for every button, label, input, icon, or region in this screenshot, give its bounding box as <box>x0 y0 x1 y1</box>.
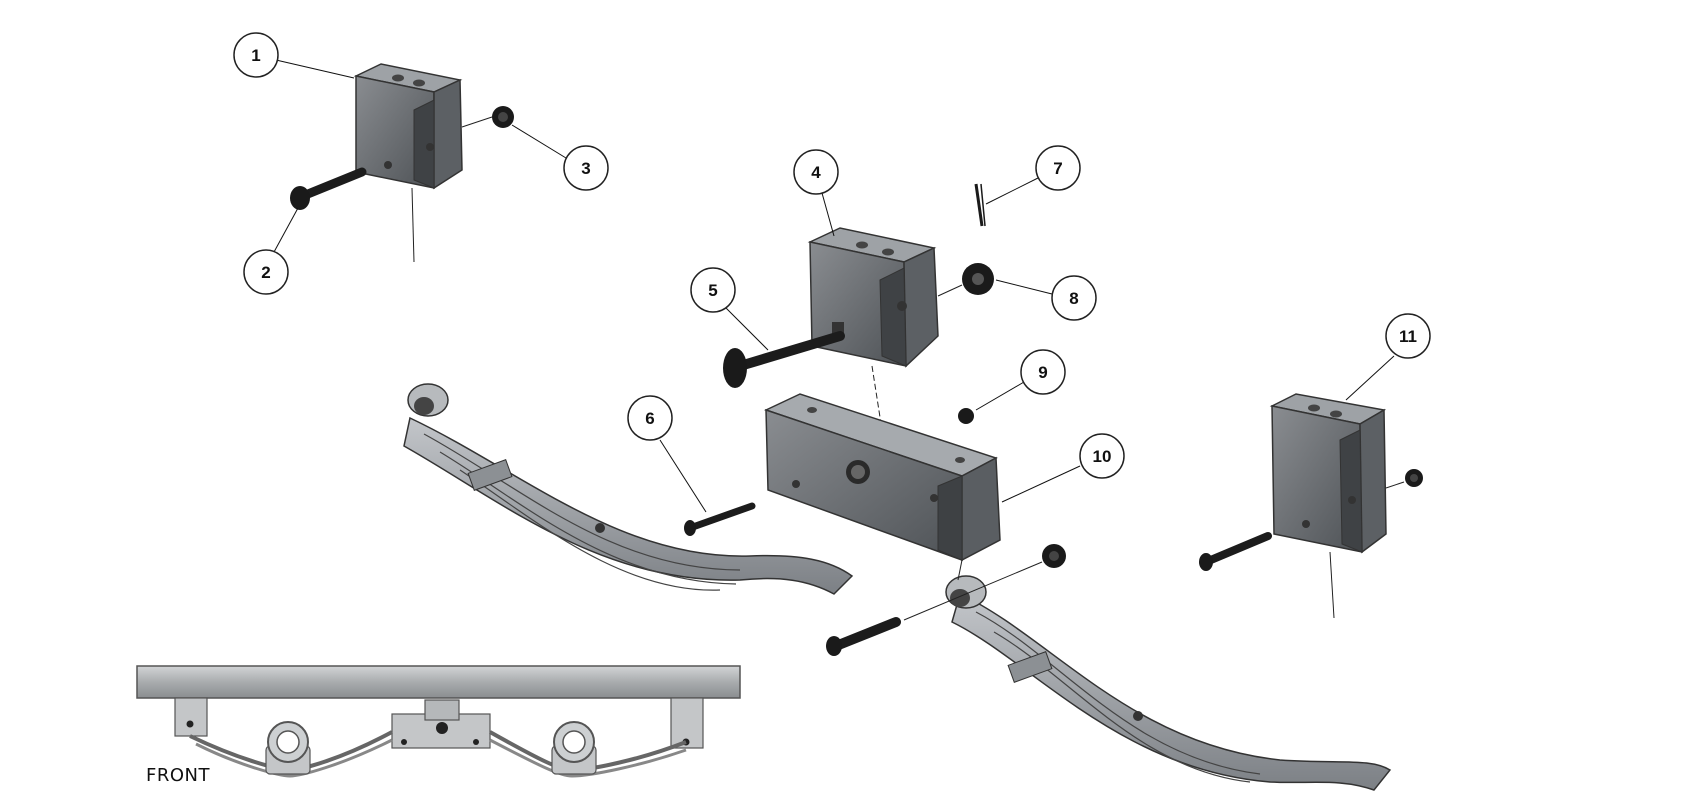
cotter-pin <box>974 183 986 227</box>
callout-9: 9 <box>975 349 1066 411</box>
front-hanger-nut <box>492 106 514 128</box>
callout-3-label: 3 <box>581 159 590 178</box>
right-spring-bolt <box>826 617 901 656</box>
equalizer-small-nut <box>958 408 974 424</box>
callout-1: 1 <box>233 32 355 79</box>
callout-8-label: 8 <box>1069 289 1078 308</box>
leader-line <box>1385 481 1405 489</box>
centerline <box>871 365 883 431</box>
callout-9-label: 9 <box>1038 363 1047 382</box>
castle-nut <box>962 263 994 295</box>
callout-7-label: 7 <box>1053 159 1062 178</box>
callout-3: 3 <box>511 124 609 191</box>
leader-line <box>461 116 493 128</box>
rear-hanger-bolt <box>1199 532 1272 571</box>
callout-10-label: 10 <box>1093 447 1112 466</box>
front-hanger-bolt <box>290 167 367 210</box>
callout-11-label: 11 <box>1399 327 1417 346</box>
callout-8: 8 <box>995 275 1097 321</box>
front-view-inset <box>136 665 741 778</box>
callout-6: 6 <box>627 395 707 513</box>
centerline <box>957 559 963 581</box>
callout-11: 11 <box>1345 313 1431 401</box>
leaf-spring-left <box>403 383 854 595</box>
equalizer-block <box>763 393 1001 562</box>
callout-2: 2 <box>243 207 299 295</box>
leader-line <box>903 561 1043 621</box>
front-view-label: FRONT <box>146 765 210 786</box>
callout-7: 7 <box>985 145 1081 205</box>
callout-10: 10 <box>1001 433 1125 503</box>
centerline <box>411 187 415 263</box>
centerline <box>1329 551 1335 619</box>
callout-4-label: 4 <box>811 163 821 182</box>
right-spring-nut <box>1042 544 1066 568</box>
callout-4: 4 <box>793 149 839 237</box>
front-hanger <box>353 63 463 190</box>
leaf-spring-right <box>945 575 1392 791</box>
callout-2-label: 2 <box>261 263 270 282</box>
leader-line <box>937 284 963 297</box>
equalizer-lower-bolt <box>684 502 756 536</box>
rear-hanger <box>1269 393 1387 554</box>
equalizer-hanger <box>807 227 939 368</box>
rear-hanger-nut <box>1405 469 1423 487</box>
callout-5-label: 5 <box>708 281 717 300</box>
equalizer-bolt <box>723 331 845 388</box>
callout-1-label: 1 <box>251 46 260 65</box>
callout-5: 5 <box>690 267 769 351</box>
callout-6-label: 6 <box>645 409 654 428</box>
